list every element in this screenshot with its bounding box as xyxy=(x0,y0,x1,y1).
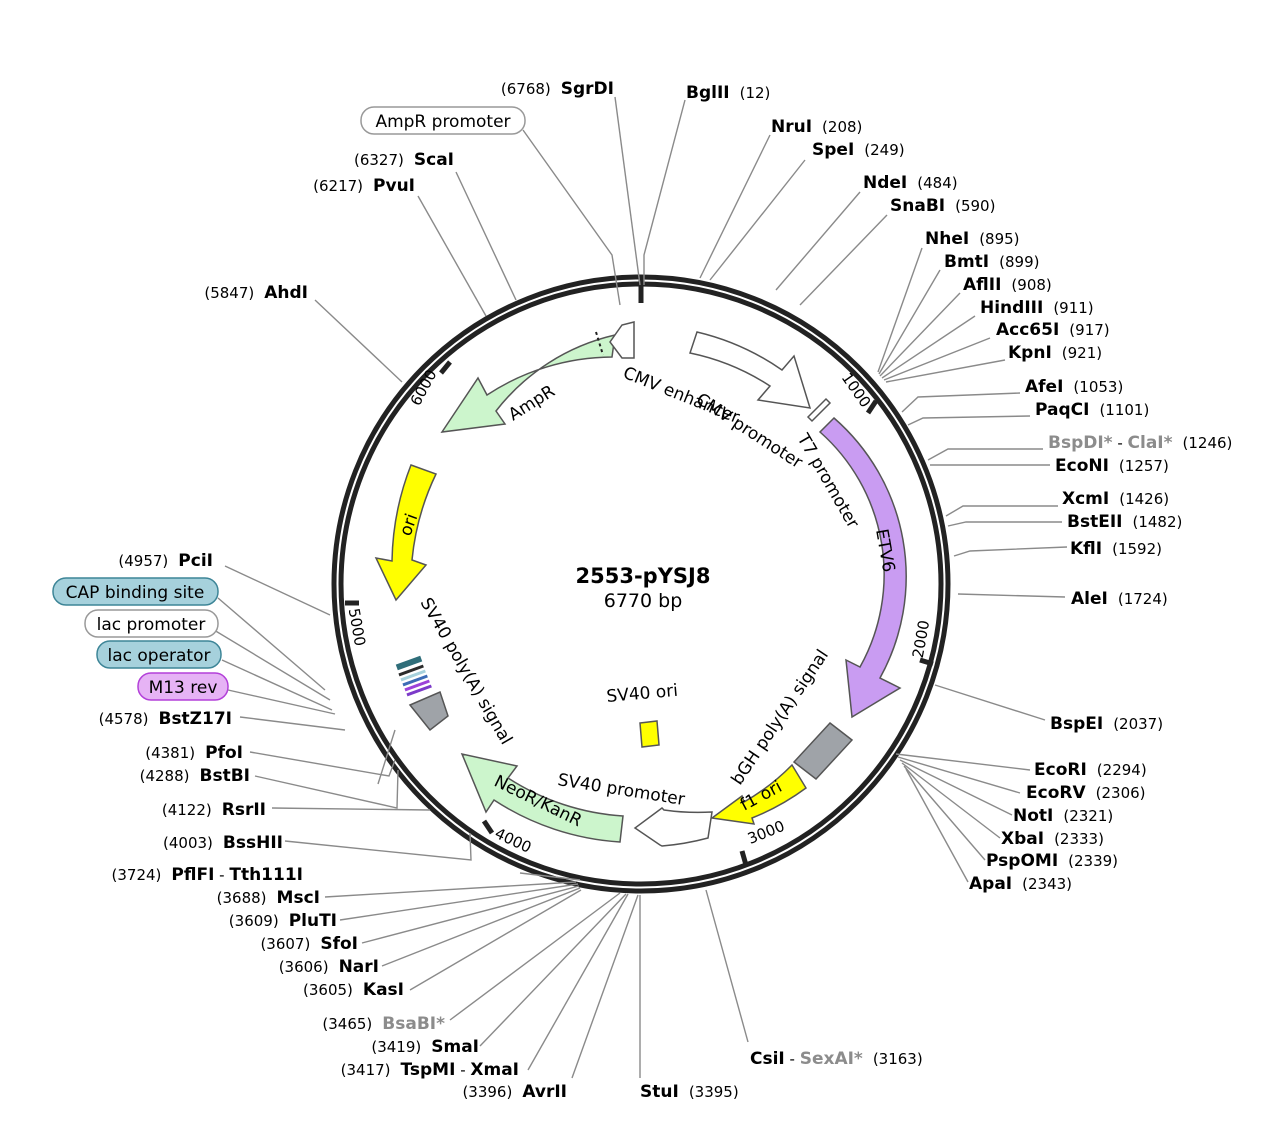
site-bspdi-clai: BspDI* - ClaI*(1246) xyxy=(1048,433,1232,453)
site-pluti: (3609)PluTI xyxy=(229,911,337,931)
site-kfli: KflI(1592) xyxy=(1070,539,1162,559)
cap-binding-site-pill: CAP binding site xyxy=(52,577,219,606)
plasmid-name: 2553-pYSJ8 xyxy=(576,564,711,588)
tick-marks xyxy=(345,275,934,866)
neor-arrow xyxy=(460,752,624,843)
lac-operator-label: lac operator xyxy=(107,646,210,666)
site-snabi: SnaBI(590) xyxy=(890,196,995,216)
site-bstbi: (4288)BstBI xyxy=(140,766,250,786)
site-apai: ApaI(2343) xyxy=(969,874,1072,894)
site-avrii: (3396)AvrII xyxy=(462,1082,567,1102)
ori-arrow xyxy=(374,464,438,602)
site-nhei: NheI(895) xyxy=(925,229,1020,249)
site-pflfi-tth111i: (3724)PflFI - Tth111I xyxy=(112,865,303,885)
etv6-arrow xyxy=(818,416,907,719)
site-tspmi-xmai: (3417)TspMI - XmaI xyxy=(341,1060,519,1080)
site-ecorv: EcoRV(2306) xyxy=(1026,783,1146,803)
m13-rev-pill: M13 rev xyxy=(137,672,229,701)
f1-ori-arrow xyxy=(710,763,807,825)
bgh-polya-box xyxy=(792,721,854,781)
site-econi: EcoNI(1257) xyxy=(1055,456,1169,476)
site-bsteii: BstEII(1482) xyxy=(1067,512,1182,532)
site-bglii: BglII(12) xyxy=(686,83,770,103)
site-pvui: (6217)PvuI xyxy=(313,176,415,196)
ampr-arrow xyxy=(440,334,616,433)
ampr-promoter-pill: AmpR promoter xyxy=(360,106,526,135)
tick-2000: 2000 xyxy=(909,619,933,660)
lac-feature-stack xyxy=(395,655,432,697)
site-xbai: XbaI(2333) xyxy=(1001,829,1104,849)
site-nari: (3606)NarI xyxy=(279,957,379,977)
site-scai: (6327)ScaI xyxy=(354,150,454,170)
site-bstz17i: (4578)BstZ17I xyxy=(99,709,232,729)
lac-promoter-pill: lac promoter xyxy=(84,609,219,638)
tick-4000: 4000 xyxy=(492,824,534,856)
ampr-promoter-arrow xyxy=(609,321,635,359)
site-sfoi: (3607)SfoI xyxy=(260,934,358,954)
ampr-promoter-label: AmpR promoter xyxy=(375,112,510,132)
site-noti: NotI(2321) xyxy=(1013,806,1113,826)
label-sv40-promoter: SV40 promoter xyxy=(556,770,686,810)
sites-left: (6768)SgrDI (6327)ScaI (6217)PvuI (5847)… xyxy=(99,79,614,1102)
leader-lines xyxy=(213,96,1068,1079)
site-bsshii: (4003)BssHII xyxy=(163,833,283,853)
site-ecori: EcoRI(2294) xyxy=(1034,760,1147,780)
site-alei: AleI(1724) xyxy=(1071,589,1168,609)
site-rsrii: (4122)RsrII xyxy=(162,800,266,820)
site-smai: (3419)SmaI xyxy=(371,1037,479,1057)
site-xcmi: XcmI(1426) xyxy=(1062,489,1169,509)
site-hindiii: HindIII(911) xyxy=(980,298,1094,318)
site-pcii: (4957)PciI xyxy=(118,551,213,571)
site-afei: AfeI(1053) xyxy=(1025,377,1123,397)
sv40-ori-box xyxy=(639,720,660,748)
boxed-labels: AmpR promoter CAP binding site lac promo… xyxy=(52,106,526,701)
site-kpni: KpnI(921) xyxy=(1008,343,1102,363)
plasmid-length: 6770 bp xyxy=(604,590,683,612)
sv40-polya-box xyxy=(408,690,449,732)
site-bspei: BspEI(2037) xyxy=(1050,714,1163,734)
label-sv40-ori: SV40 ori xyxy=(606,681,679,707)
site-msci: (3688)MscI xyxy=(217,888,320,908)
cap-binding-site-label: CAP binding site xyxy=(66,583,205,603)
feature-arrows xyxy=(374,321,907,847)
site-srui: NruI(208) xyxy=(771,117,862,137)
m13-rev-label: M13 rev xyxy=(149,678,218,698)
cmv-enhancer-arrow xyxy=(689,331,812,409)
site-sgrdi: (6768)SgrDI xyxy=(501,79,614,99)
cmv-promoter-arrow xyxy=(806,397,832,423)
site-ndei: NdeI(484) xyxy=(863,173,958,193)
site-csii-sexai: CsiI - SexAI*(3163) xyxy=(750,1049,923,1069)
site-aflii: AflII(908) xyxy=(963,275,1052,295)
sites-right: BglII(12) NruI(208) SpeI(249) NdeI(484) … xyxy=(640,83,1232,1102)
site-stui: StuI(3395) xyxy=(640,1082,739,1102)
site-spei: SpeI(249) xyxy=(812,140,905,160)
site-acc65i: Acc65I(917) xyxy=(996,320,1110,340)
lac-promoter-label: lac promoter xyxy=(97,615,206,635)
site-kasi: (3605)KasI xyxy=(303,980,404,1000)
site-paqci: PaqCI(1101) xyxy=(1035,400,1149,420)
site-pspomi: PspOMI(2339) xyxy=(986,851,1118,871)
site-bsabi: (3465)BsaBI* xyxy=(322,1014,445,1034)
site-pfoi: (4381)PfoI xyxy=(145,743,243,763)
lac-operator-pill: lac operator xyxy=(96,640,222,669)
sv40-promoter-arrow xyxy=(633,807,713,847)
site-ahdi: (5847)AhdI xyxy=(204,283,308,303)
site-bmti: BmtI(899) xyxy=(944,252,1039,272)
